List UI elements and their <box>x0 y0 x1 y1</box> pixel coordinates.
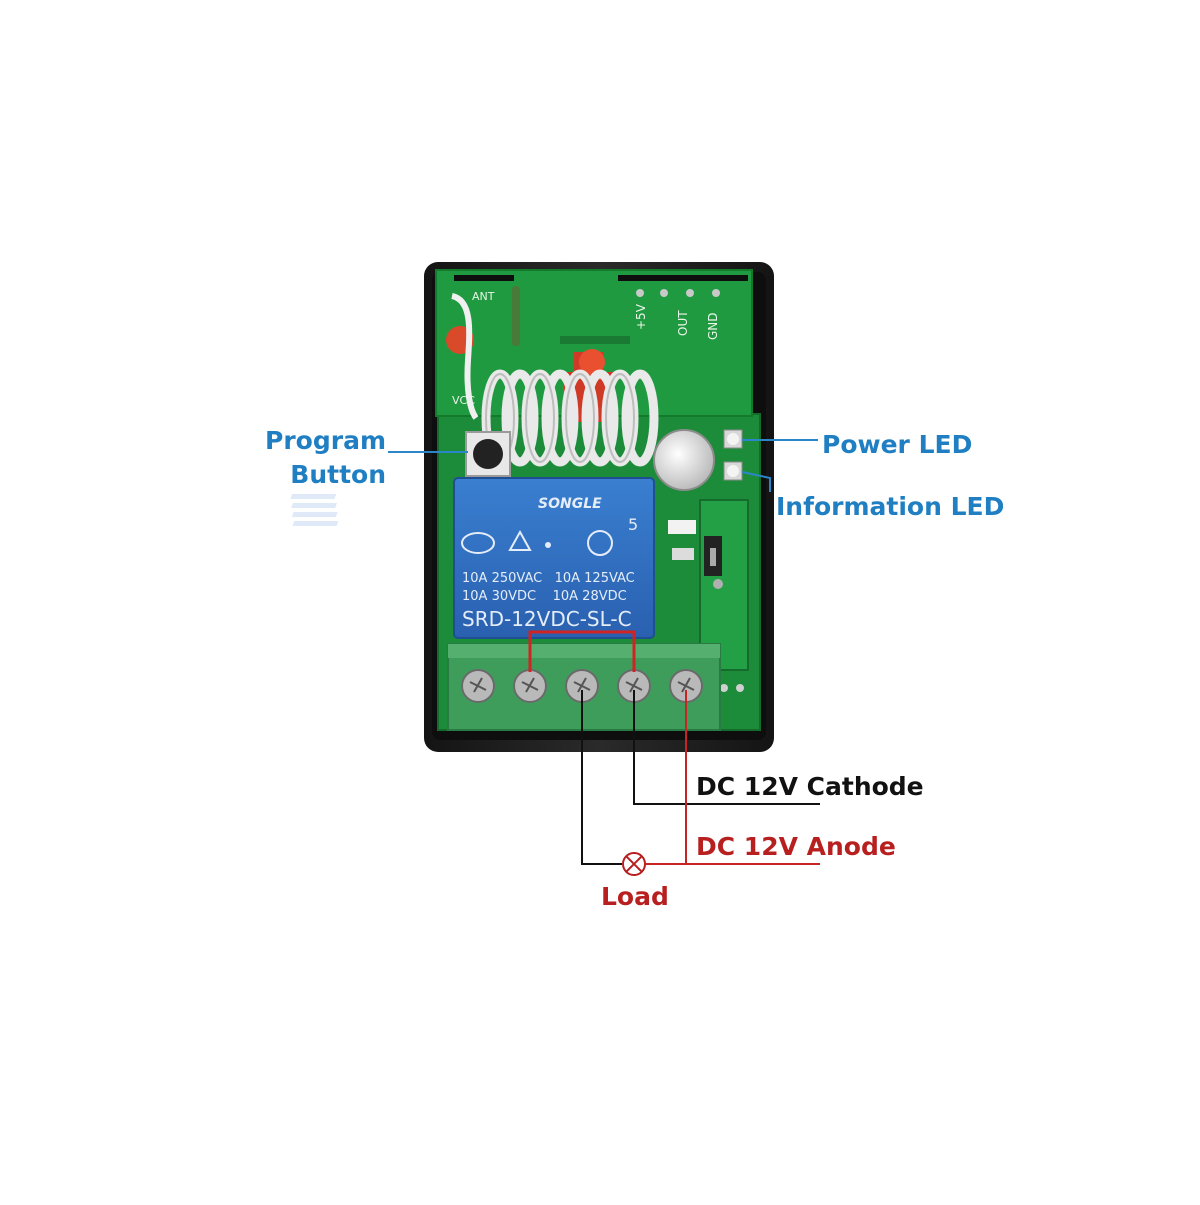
ul-mark-icon <box>587 530 613 556</box>
terminal-block <box>447 643 721 731</box>
relay-rating-line-2: 10A 30VDC 10A 28VDC <box>462 589 627 604</box>
power-led-label: Power LED <box>822 430 973 459</box>
relay-pin-count: 5 <box>628 515 638 534</box>
anode-label: DC 12V Anode <box>696 832 896 861</box>
capacitor <box>653 429 715 491</box>
information-led-leader <box>741 471 771 492</box>
load-label: Load <box>601 882 669 911</box>
relay-model-text: SRD-12VDC-SL-C <box>462 607 632 631</box>
rf-pin-out-label: OUT <box>676 310 690 336</box>
jumper-wire <box>528 630 636 672</box>
relay-brand-text: SONGLE <box>538 496 602 512</box>
terminal-screw-3 <box>565 669 599 703</box>
wiring <box>581 690 820 865</box>
rf-ant-label: ANT <box>472 290 495 303</box>
program-button[interactable] <box>465 431 511 477</box>
information-led <box>723 461 743 481</box>
load-wire-common <box>581 690 622 865</box>
callout-lines <box>388 439 818 492</box>
rf-pin-5v-label: +5V <box>634 303 648 330</box>
relay-brand-logo <box>290 494 339 526</box>
information-led-label: Information LED <box>776 492 1005 521</box>
power-led <box>723 429 743 449</box>
relay-rating-line-1: 10A 250VAC 10A 125VAC <box>462 571 635 586</box>
cathode-wire <box>633 690 820 805</box>
cqc-mark-icon <box>461 532 495 554</box>
program-button-label: Program Button <box>262 424 386 492</box>
warning-triangle-icon <box>508 529 532 551</box>
terminal-screw-2 <box>513 669 547 703</box>
cathode-label: DC 12V Cathode <box>696 772 924 801</box>
program-button-label-line-1: Program <box>265 426 386 455</box>
terminal-screw-1 <box>461 669 495 703</box>
relay: SONGLE 5 10A 250VAC 10A 125VAC 10A 30VDC… <box>290 477 655 639</box>
antenna-coil <box>450 293 659 467</box>
rf-pin-gnd-label: GND <box>706 312 720 340</box>
program-button-label-line-2: Button <box>290 460 386 489</box>
lamp-symbol-icon <box>622 852 646 876</box>
